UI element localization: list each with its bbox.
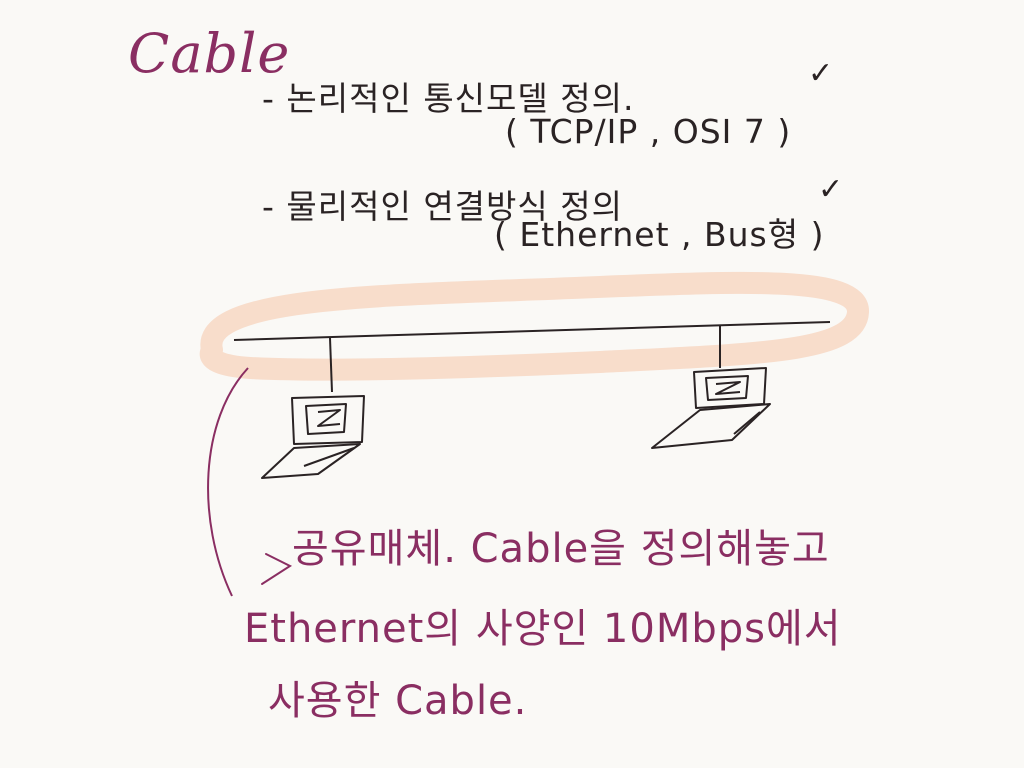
note-physical-connection-examples: ( Ethernet , Bus형 ) — [494, 215, 825, 254]
computer-icon-right — [651, 367, 771, 449]
title-cable: Cable — [128, 22, 291, 85]
note-logical-model: - 논리적인 통신모델 정의. — [262, 79, 635, 118]
check-mark-icon: ✓ — [818, 172, 844, 207]
note-physical-connection: - 물리적인 연결방식 정의 — [262, 187, 623, 226]
pointer-arrow — [207, 367, 249, 597]
note-logical-model-examples: ( TCP/IP , OSI 7 ) — [505, 112, 792, 151]
description-line-1: 공유매체. Cable을 정의해놓고 — [292, 526, 830, 572]
description-line-2: Ethernet의 사양인 10Mbps에서 — [244, 606, 842, 652]
arrow-head-icon — [261, 553, 293, 585]
cable-highlight — [200, 271, 869, 381]
drop-line-left — [329, 337, 333, 393]
computer-icon-left — [261, 395, 365, 479]
check-mark-icon: ✓ — [808, 56, 834, 91]
description-line-3: 사용한 Cable. — [268, 678, 528, 724]
bus-cable-line — [233, 321, 831, 341]
